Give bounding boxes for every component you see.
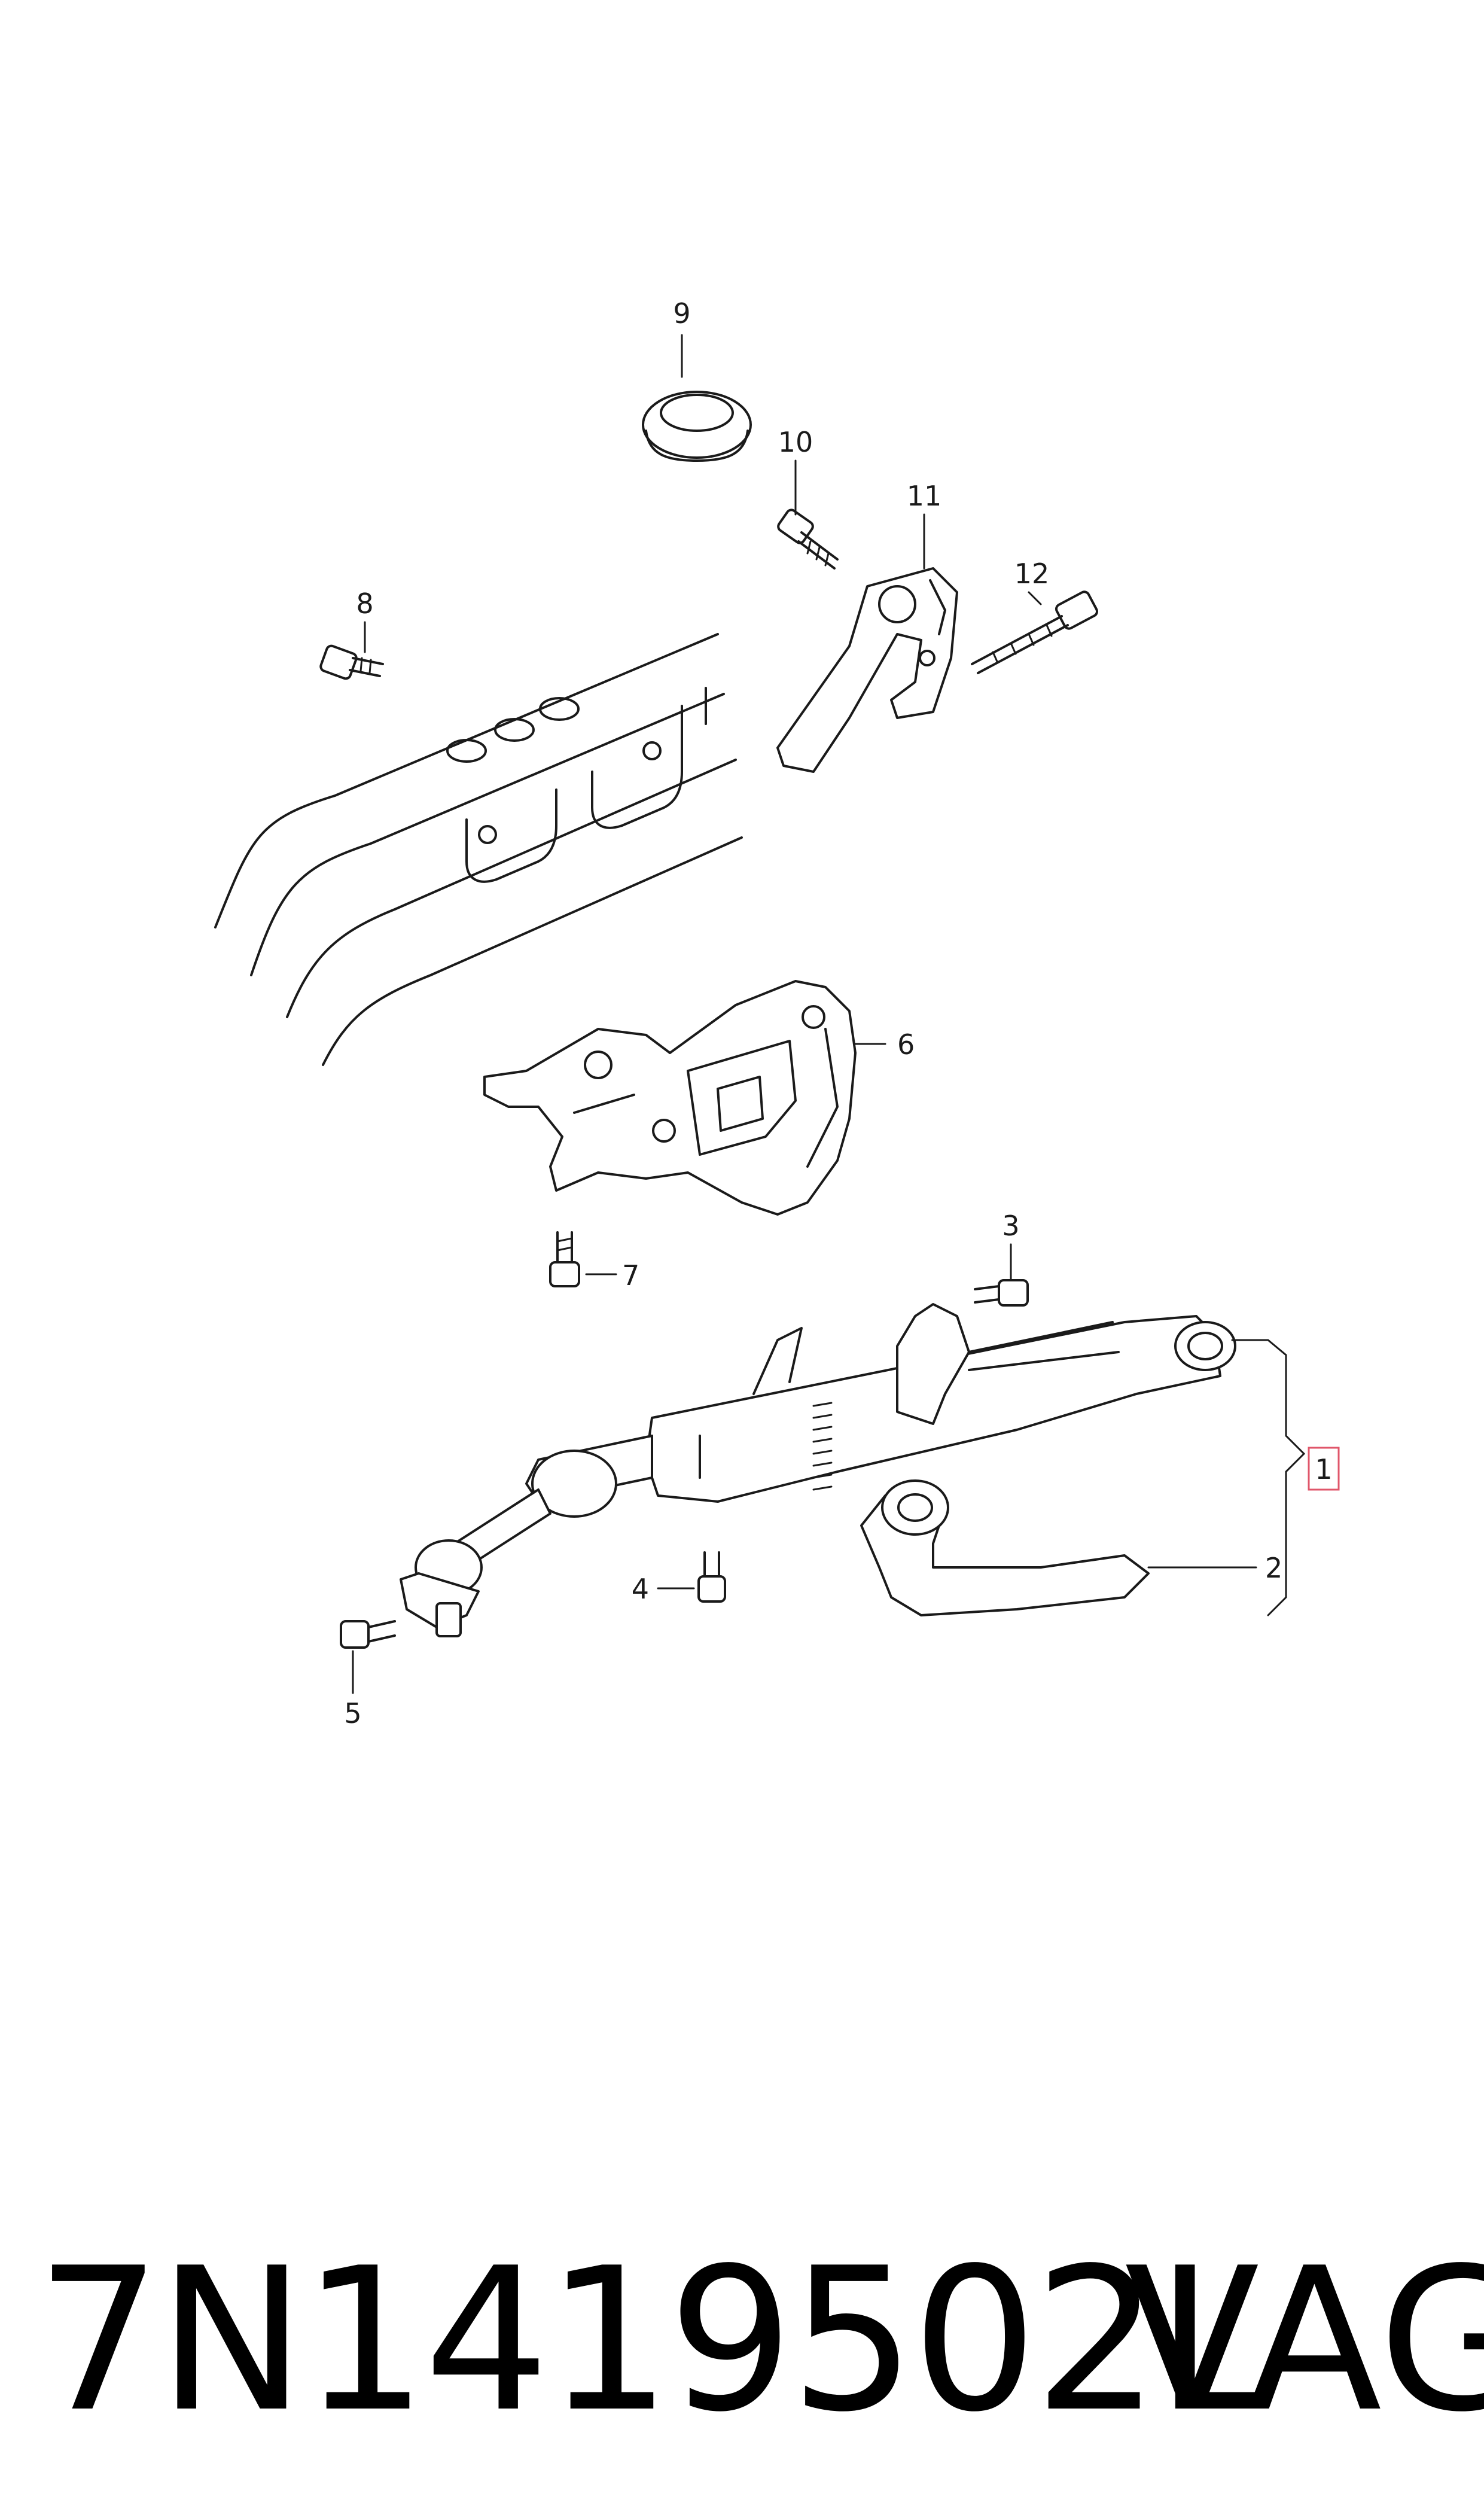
callout-5: 5	[344, 1697, 361, 1730]
callout-1: 1	[1315, 1453, 1332, 1485]
callouts: 9 10 11 12 8 6 7 3 4 5 2 1	[344, 297, 1340, 1730]
bolt-part-10	[777, 509, 839, 570]
callout-2: 2	[1265, 1552, 1282, 1584]
bolt-part-7	[549, 1231, 580, 1287]
callout-11: 11	[907, 480, 942, 512]
callout-6: 6	[897, 1028, 915, 1061]
bolt-part-3	[974, 1279, 1029, 1307]
callout-10: 10	[778, 426, 813, 458]
callout-7: 7	[622, 1259, 639, 1292]
callout-1-highlight	[1308, 1447, 1340, 1491]
bolt-part-4	[697, 1551, 726, 1603]
bolt-part-12	[971, 590, 1098, 674]
callout-9: 9	[673, 297, 690, 330]
callout-3: 3	[1002, 1210, 1019, 1242]
bracket-part-11	[776, 567, 958, 773]
callout-8: 8	[356, 587, 373, 620]
dashboard-crossmember	[214, 633, 743, 1066]
callout-4: 4	[632, 1573, 649, 1605]
bolt-part-8	[319, 644, 384, 680]
brand-label: VAG	[1125, 2225, 1484, 2455]
bolt-part-5	[340, 1620, 396, 1649]
steering-column-part-1	[400, 1303, 1236, 1637]
grommet-part-9	[642, 391, 752, 462]
part-number-label: 7N1419502L	[36, 2225, 1266, 2455]
bracket-part-6	[483, 980, 857, 1216]
leader-lines	[352, 334, 1306, 1694]
callout-12: 12	[1014, 558, 1050, 590]
